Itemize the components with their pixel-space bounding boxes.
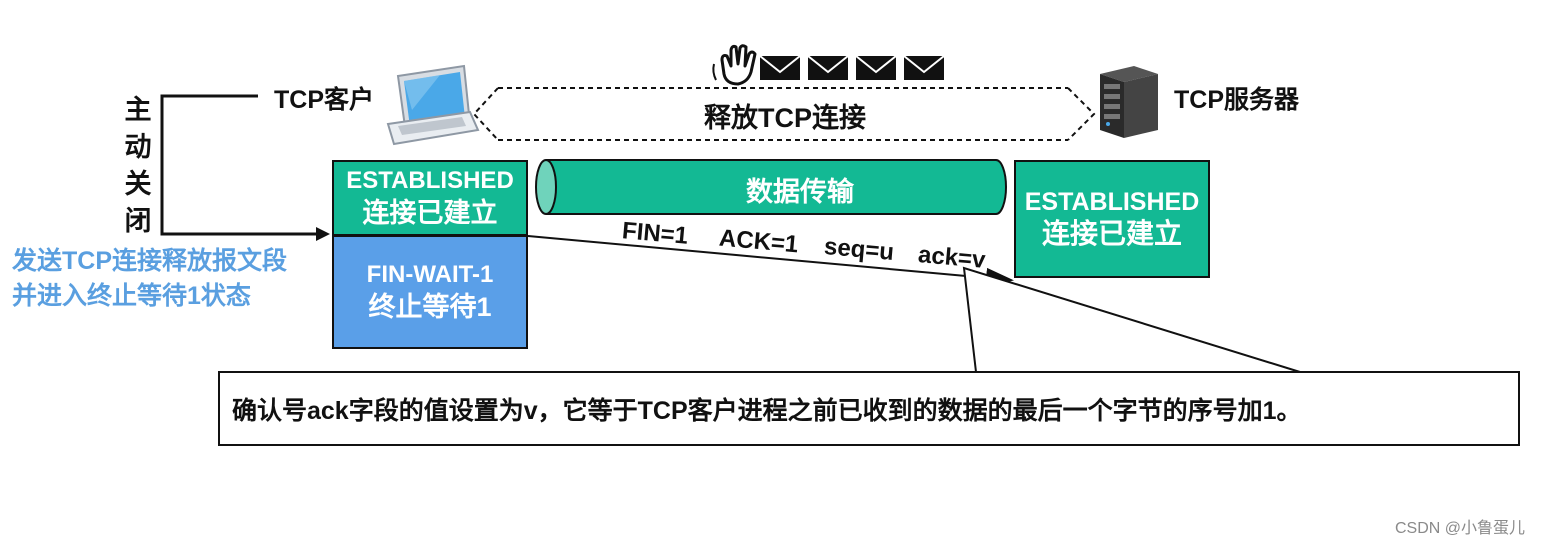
client-fin-wait-1-state: FIN-WAIT-1 终止等待1 (332, 235, 528, 349)
envelope-icon (759, 55, 801, 80)
release-connection-label: 释放TCP连接 (704, 103, 866, 133)
data-transfer-label: 数据传输 (746, 177, 854, 207)
active-close-arrow (160, 94, 330, 241)
active-close-char: 动 (124, 132, 152, 162)
note-text: 确认号ack字段的值设置为v，它等于TCP客户进程之前已收到的数据的最后一个字节… (232, 396, 1302, 425)
state-name-zh: 连接已建立 (362, 198, 498, 228)
segment-field-seq: seq=u (823, 233, 896, 267)
envelope-icon (807, 55, 849, 80)
segment-field-ack-number: ack=v (916, 241, 987, 274)
state-name-zh: 终止等待1 (368, 292, 492, 322)
state-name-en: ESTABLISHED (346, 167, 514, 194)
state-name-zh: 连接已建立 (1041, 218, 1182, 249)
send-text-line: 发送TCP连接释放报文段 (12, 247, 288, 275)
note-callout-pointer (962, 266, 1301, 373)
tcp-client-label: TCP客户 (274, 86, 375, 114)
state-name-en: FIN-WAIT-1 (366, 261, 494, 288)
server-icon (1100, 66, 1158, 138)
data-transfer-pipe (535, 159, 1007, 215)
server-established-state: ESTABLISHED 连接已建立 (1014, 160, 1210, 278)
send-text-line: 并进入终止等待1状态 (12, 282, 251, 310)
release-connection-arrow (472, 87, 1096, 141)
send-release-segment-text: 发送TCP连接释放报文段 并进入终止等待1状态 (12, 244, 332, 314)
active-close-label: 主 动 关 闭 (120, 92, 156, 240)
tcp-server-label: TCP服务器 (1174, 86, 1300, 114)
fin-segment-arrow (527, 235, 1014, 288)
client-established-state: ESTABLISHED 连接已建立 (332, 160, 528, 236)
segment-field-fin: FIN=1 (620, 217, 690, 250)
laptop-icon (386, 64, 480, 146)
envelope-icon (855, 55, 897, 80)
waving-hand-icon (712, 44, 757, 86)
active-close-char: 闭 (124, 206, 152, 236)
watermark: CSDN @小鲁蛋儿 (1394, 520, 1525, 537)
active-close-char: 关 (124, 169, 152, 199)
envelope-icon (903, 55, 945, 80)
state-name-en: ESTABLISHED (1024, 188, 1200, 216)
active-close-char: 主 (124, 95, 152, 125)
ack-explanation-note: 确认号ack字段的值设置为v，它等于TCP客户进程之前已收到的数据的最后一个字节… (218, 371, 1520, 446)
